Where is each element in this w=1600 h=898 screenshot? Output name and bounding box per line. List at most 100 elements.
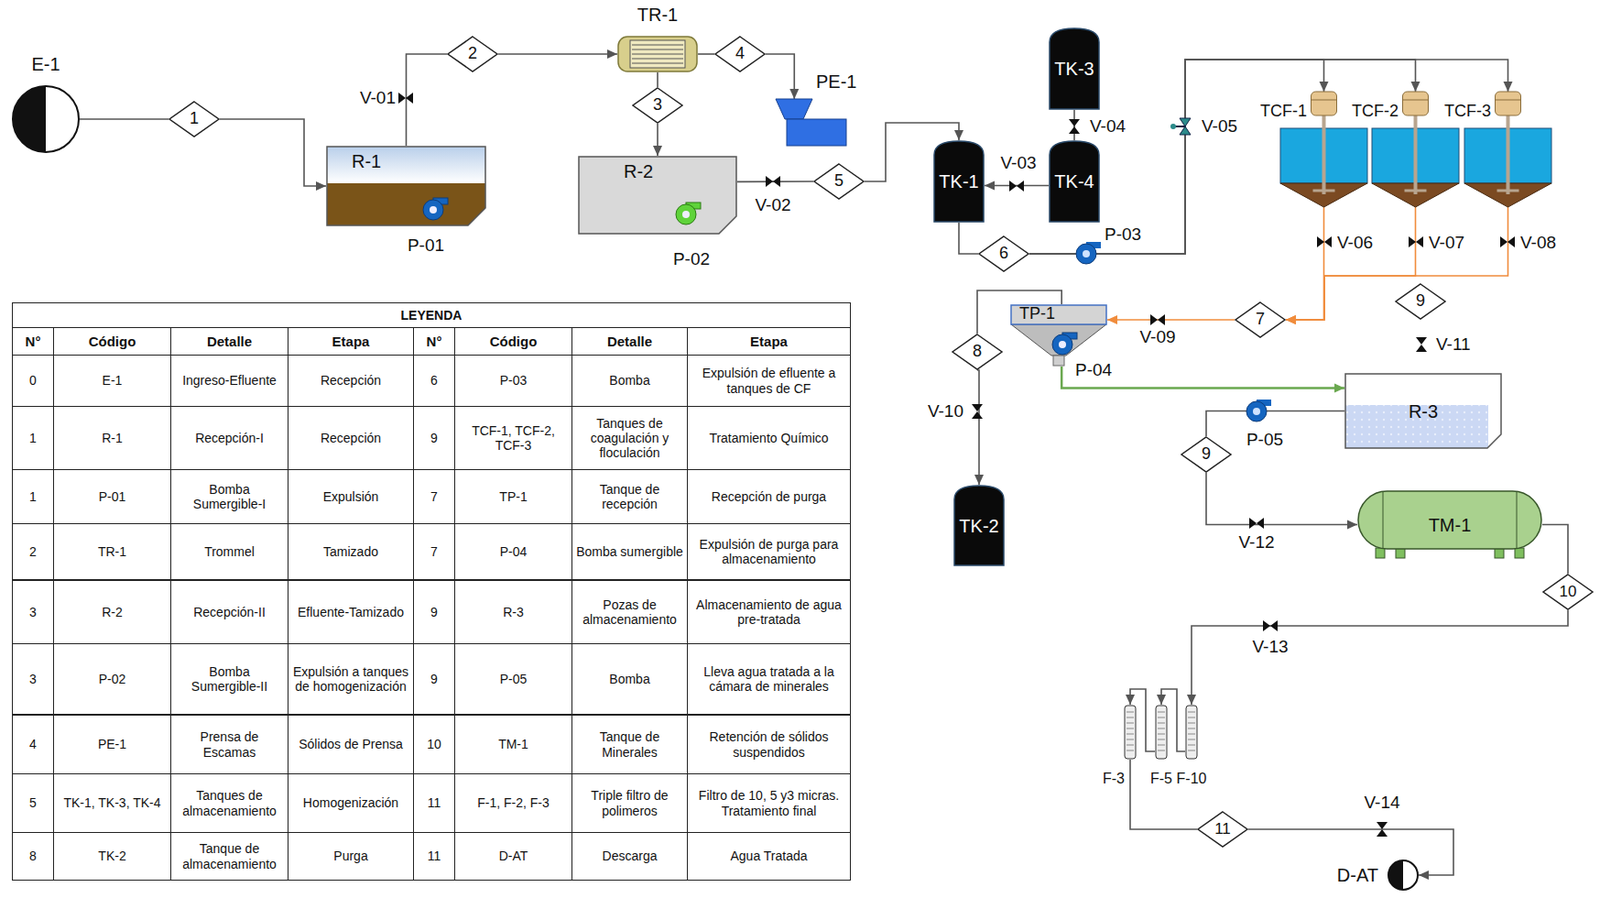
equipment-node: TK-3 [1048, 27, 1100, 110]
node-label: 5 [834, 172, 844, 191]
table-cell: Filtro de 10, 5 y3 micras. Tratamiento f… [686, 772, 851, 833]
node-label: R-1 [351, 151, 381, 172]
flow-line [1107, 318, 1235, 321]
table-cell: Tanques de coagulación y floculación [571, 405, 688, 470]
stream-diamond: 4 [714, 35, 766, 73]
stream-diamond: 11 [1197, 810, 1249, 848]
pump-tag: P-04 [1075, 360, 1112, 381]
node-outline [11, 85, 80, 153]
arrow-head [1334, 383, 1345, 393]
arrow-head [1285, 315, 1296, 325]
table-cell: Tanques de almacenamiento [170, 772, 289, 833]
stream-diamond: 6 [978, 235, 1030, 273]
table-cell: Detalle [170, 326, 289, 356]
table-cell: Recepción de purga [686, 468, 851, 524]
table-cell: R-1 [53, 405, 172, 470]
node-label: 6 [999, 244, 1009, 263]
table-cell: Lleva agua tratada a la cámara de minera… [686, 642, 851, 716]
node-outline [617, 35, 698, 73]
table-cell: Sólidos de Prensa [287, 714, 414, 774]
arrow-head [1125, 694, 1135, 705]
table-cell: D-AT [454, 831, 573, 881]
equipment-node: TK-2 [953, 484, 1005, 566]
equipment-node: TCF-3 [1464, 91, 1552, 207]
stream-diamond: 7 [1234, 301, 1286, 338]
valve-tag: V-04 [1089, 117, 1126, 137]
table-cell: 3 [11, 579, 55, 644]
table-cell: Bomba sumergible [571, 522, 688, 581]
table-cell: F-1, F-2, F-3 [454, 772, 573, 833]
equipment-node: R-2 [577, 155, 738, 235]
table-cell: Homogenización [287, 772, 414, 833]
arrow-head [1156, 694, 1166, 705]
valve-symbol [1376, 821, 1388, 837]
valve-tag: V-02 [754, 195, 791, 216]
table-cell: Código [454, 326, 573, 356]
arrow-head [1503, 81, 1513, 92]
table-cell: Expulsión de purga para almacenamiento [686, 522, 851, 581]
table-cell: R-2 [53, 579, 172, 644]
table-cell: Purga [287, 831, 414, 881]
table-cell: Expulsión de efluente a tanques de CF [686, 354, 851, 407]
node-label: TCF-1 [1260, 102, 1307, 121]
valve-tag: V-10 [927, 402, 964, 422]
node-outline [326, 145, 487, 227]
table-cell: Descarga [571, 831, 688, 881]
stream-diamond: 3 [631, 87, 684, 124]
flow-line [656, 72, 659, 88]
table-cell: P-02 [53, 642, 172, 716]
node-outline [775, 98, 848, 147]
valve-tag: V-14 [1363, 793, 1400, 813]
table-cell: 1 [11, 405, 55, 470]
node-label: 7 [1255, 310, 1265, 329]
node-label: PE-1 [816, 71, 857, 92]
table-cell: P-04 [454, 522, 573, 581]
arrow-head [1418, 870, 1429, 880]
node-label: 11 [1214, 820, 1231, 839]
stream-diamond: 9 [1180, 435, 1232, 473]
table-cell: LEYENDA [11, 302, 851, 328]
table-cell: Prensa de Escamas [170, 714, 289, 774]
valve-symbol [1415, 337, 1427, 352]
equipment-node: R-1 [326, 145, 487, 227]
table-cell: N° [413, 326, 456, 356]
arrow-head [653, 145, 663, 156]
table-cell: Retención de sólidos suspendidos [686, 714, 851, 774]
table-cell: Triple filtro de polimeros [571, 772, 688, 833]
table-cell: TP-1 [454, 468, 573, 524]
table-cell: TM-1 [454, 714, 573, 774]
table-cell: 10 [413, 714, 456, 774]
node-label: 2 [468, 44, 478, 64]
node-label: TCF-3 [1444, 102, 1492, 121]
node-label: TK-4 [1054, 171, 1094, 192]
arrow-head [984, 181, 995, 191]
flow-line [1542, 524, 1568, 575]
valve-tag: V-09 [1139, 327, 1176, 348]
table-cell: Tanque de almacenamiento [170, 831, 289, 881]
node-label: F-10 [1176, 770, 1208, 787]
table-cell: Bomba Sumergible-II [170, 642, 289, 716]
node-label: F-3 [1102, 770, 1125, 787]
arrow-head [1107, 315, 1118, 325]
stream-diamond: 10 [1542, 573, 1594, 610]
table-cell: 5 [11, 772, 55, 833]
table-cell: 9 [413, 405, 456, 470]
flow-line [1285, 206, 1416, 320]
arrow-head [954, 130, 964, 141]
valve-symbol [1068, 119, 1080, 134]
valve-symbol [1317, 236, 1332, 248]
valve-tag: V-12 [1238, 533, 1274, 553]
table-cell: Tanque de Minerales [571, 714, 688, 774]
table-cell: Tratamiento Químico [686, 405, 851, 470]
flow-line [977, 370, 980, 485]
valve-tag: V-03 [1000, 153, 1036, 174]
node-outline [577, 155, 738, 235]
flow-line [1285, 206, 1509, 320]
table-cell: Recepción [287, 405, 414, 470]
equipment-node: F-10 [1185, 704, 1198, 760]
flow-line [498, 53, 618, 55]
node-label: D-AT [1337, 864, 1379, 885]
pump-tag: P-01 [407, 236, 445, 256]
stream-diamond: 9 [1394, 282, 1447, 320]
